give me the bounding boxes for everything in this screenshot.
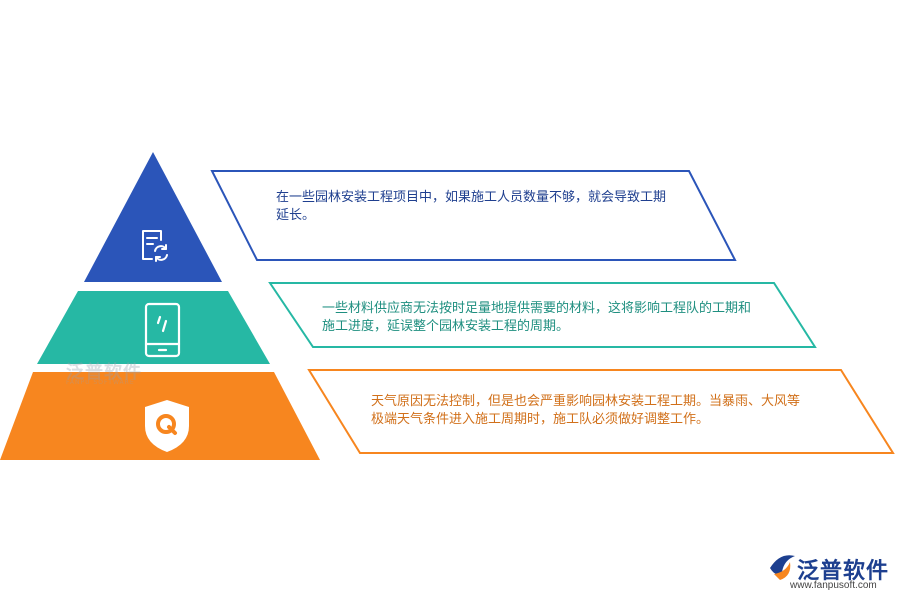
pyramid-tier-top [84, 152, 222, 282]
watermark-subtext: FANPU SOFTWARE [66, 379, 135, 386]
brand-logo-name: 泛普软件 [797, 559, 890, 584]
logo-mark-icon [770, 555, 795, 580]
level-2-text: 一些材料供应商无法按时足量地提供需要的材料，这将影响工程队的工期和施工进度，延误… [322, 301, 752, 334]
tablet-icon [144, 302, 181, 358]
level-1-text: 在一些园林安装工程项目中，如果施工人员数量不够，就会导致工期延长。 [276, 190, 667, 223]
text-box-outline-3 [307, 369, 895, 454]
shield-q-icon [145, 400, 189, 452]
text-box-outline-2 [268, 282, 817, 348]
level-3-text: 天气原因无法控制，但是也会严重影响园林安装工程工期。当暴雨、大风等极端天气条件进… [371, 394, 801, 427]
watermark-text: 泛普软件 [66, 362, 142, 383]
text-box-outline-1 [210, 170, 737, 261]
pyramid-tier-middle [37, 291, 270, 364]
document-refresh-icon [142, 230, 168, 262]
brand-logo-url: www.fanpusoft.com [790, 580, 877, 591]
